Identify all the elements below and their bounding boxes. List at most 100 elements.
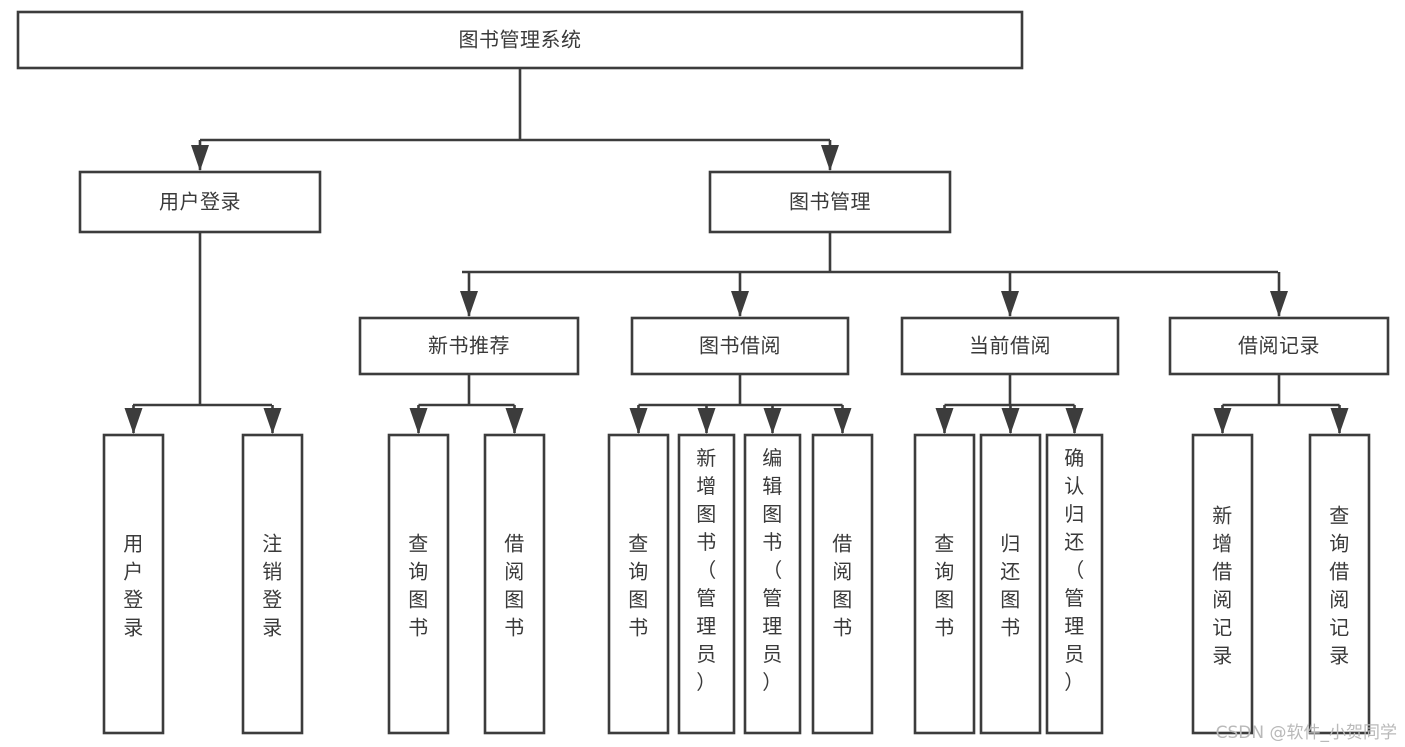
node-leaf-query-record-box[interactable] bbox=[1308, 433, 1371, 735]
arrow-to-current-borrow bbox=[1001, 291, 1019, 317]
node-leaf-query-book-3-char: 询 bbox=[934, 559, 955, 583]
node-leaf-return-book-char: 归 bbox=[1000, 531, 1021, 555]
node-book-borrow-label: 图书借阅 bbox=[699, 334, 781, 358]
node-leaf-return-book-char: 还 bbox=[1000, 559, 1021, 583]
node-leaf-confirm-return-box[interactable] bbox=[1045, 433, 1104, 735]
node-leaf-query-book-2-char: 图 bbox=[628, 587, 649, 611]
node-leaf-return-book-char: 图 bbox=[1000, 587, 1021, 611]
node-current-borrow-label: 当前借阅 bbox=[969, 334, 1051, 358]
arrow-to-leaf-query-book-2 bbox=[629, 408, 648, 434]
node-leaf-add-record-box[interactable] bbox=[1191, 433, 1254, 735]
arrow-to-leaf-borrow-book-1 bbox=[505, 408, 524, 434]
node-leaf-edit-book-char: （ bbox=[762, 558, 783, 582]
arrow-to-leaf-confirm-return bbox=[1065, 408, 1084, 434]
node-leaf-borrow-book-1-char: 图 bbox=[504, 587, 525, 611]
node-leaf-user-login[interactable]: 用户登录 bbox=[102, 433, 165, 735]
node-leaf-logout-char: 注 bbox=[262, 531, 283, 555]
node-leaf-add-book-char: 新 bbox=[696, 446, 717, 470]
arrow-to-leaf-user-login bbox=[124, 408, 143, 434]
node-leaf-query-book-2-char: 书 bbox=[628, 615, 649, 639]
node-leaf-query-record-char: 录 bbox=[1329, 643, 1350, 667]
connector-layer bbox=[124, 68, 1349, 434]
node-leaf-add-record-char: 借 bbox=[1212, 559, 1233, 583]
node-leaf-user-login-char: 录 bbox=[123, 615, 144, 639]
node-current-borrow[interactable]: 当前借阅 bbox=[900, 316, 1120, 376]
arrow-to-leaf-borrow-book-2 bbox=[833, 408, 852, 434]
node-leaf-edit-book-char: 编 bbox=[762, 446, 783, 470]
node-leaf-edit-book-char: ） bbox=[762, 670, 783, 694]
node-leaf-borrow-book-2-box[interactable] bbox=[811, 433, 874, 735]
node-current-borrow-box[interactable] bbox=[900, 316, 1120, 376]
arrow-to-leaf-query-book-3 bbox=[935, 408, 954, 434]
node-borrow-record-box[interactable] bbox=[1168, 316, 1390, 376]
node-leaf-query-record-char: 阅 bbox=[1329, 587, 1350, 611]
node-leaf-query-book-1-box[interactable] bbox=[387, 433, 450, 735]
node-leaf-edit-book-box[interactable] bbox=[743, 433, 802, 735]
arrow-to-leaf-logout bbox=[263, 408, 282, 434]
node-leaf-add-book-char: （ bbox=[696, 558, 717, 582]
node-leaf-edit-book-char: 辑 bbox=[762, 474, 783, 498]
node-leaf-logout-box[interactable] bbox=[241, 433, 304, 735]
node-leaf-user-login-box[interactable] bbox=[102, 433, 165, 735]
node-leaf-add-book-box[interactable] bbox=[677, 433, 736, 735]
node-leaf-logout-char: 登 bbox=[262, 587, 283, 611]
node-leaf-query-book-2-box[interactable] bbox=[607, 433, 670, 735]
arrow-to-new-book-rec bbox=[460, 291, 478, 317]
node-leaf-edit-book-char: 图 bbox=[762, 502, 783, 526]
arrow-to-leaf-add-record bbox=[1213, 408, 1232, 434]
node-leaf-confirm-return-char: 确 bbox=[1064, 446, 1085, 470]
node-book-borrow-box[interactable] bbox=[630, 316, 850, 376]
node-leaf-add-book-char: 理 bbox=[696, 614, 717, 638]
node-leaf-logout-char: 录 bbox=[262, 615, 283, 639]
node-leaf-edit-book-char: 员 bbox=[762, 642, 783, 666]
node-leaf-borrow-book-2-char: 书 bbox=[832, 615, 853, 639]
node-root-root-box[interactable] bbox=[16, 10, 1024, 70]
node-layer: 图书管理系统用户登录图书管理新书推荐图书借阅当前借阅借阅记录用户登录注销登录查询… bbox=[16, 10, 1390, 735]
node-leaf-confirm-return-char: 还 bbox=[1064, 530, 1085, 554]
node-leaf-borrow-book-2-char: 图 bbox=[832, 587, 853, 611]
node-borrow-record[interactable]: 借阅记录 bbox=[1168, 316, 1390, 376]
node-leaf-confirm-return-char: 理 bbox=[1064, 614, 1085, 638]
arrow-to-leaf-add-book bbox=[697, 408, 716, 434]
node-leaf-confirm-return-char: 归 bbox=[1064, 502, 1085, 526]
node-new-book-rec[interactable]: 新书推荐 bbox=[358, 316, 580, 376]
node-leaf-add-book-char: 书 bbox=[696, 530, 717, 554]
node-root-root[interactable]: 图书管理系统 bbox=[16, 10, 1024, 70]
node-user-login-label: 用户登录 bbox=[159, 190, 241, 214]
node-leaf-add-record-char: 新 bbox=[1212, 503, 1233, 527]
node-book-borrow[interactable]: 图书借阅 bbox=[630, 316, 850, 376]
node-user-login-box[interactable] bbox=[78, 170, 322, 234]
node-leaf-query-book-3-box[interactable] bbox=[913, 433, 976, 735]
node-leaf-return-book-char: 书 bbox=[1000, 615, 1021, 639]
node-leaf-edit-book-char: 管 bbox=[762, 586, 783, 610]
arrow-to-leaf-edit-book bbox=[763, 408, 782, 434]
node-new-book-rec-box[interactable] bbox=[358, 316, 580, 376]
node-leaf-borrow-book-1-box[interactable] bbox=[483, 433, 546, 735]
node-leaf-confirm-return-char: ） bbox=[1064, 670, 1085, 694]
node-leaf-borrow-book-1-char: 书 bbox=[504, 615, 525, 639]
node-leaf-borrow-book-2-char: 阅 bbox=[832, 559, 853, 583]
node-leaf-query-book-1-char: 图 bbox=[408, 587, 429, 611]
node-book-manage-box[interactable] bbox=[708, 170, 952, 234]
node-user-login[interactable]: 用户登录 bbox=[78, 170, 322, 234]
node-leaf-query-book-3-char: 书 bbox=[934, 615, 955, 639]
node-leaf-confirm-return-char: 管 bbox=[1064, 586, 1085, 610]
node-leaf-return-book-box[interactable] bbox=[979, 433, 1042, 735]
node-leaf-confirm-return-char: 员 bbox=[1064, 642, 1085, 666]
arrow-to-book-borrow bbox=[731, 291, 749, 317]
node-book-manage[interactable]: 图书管理 bbox=[708, 170, 952, 234]
